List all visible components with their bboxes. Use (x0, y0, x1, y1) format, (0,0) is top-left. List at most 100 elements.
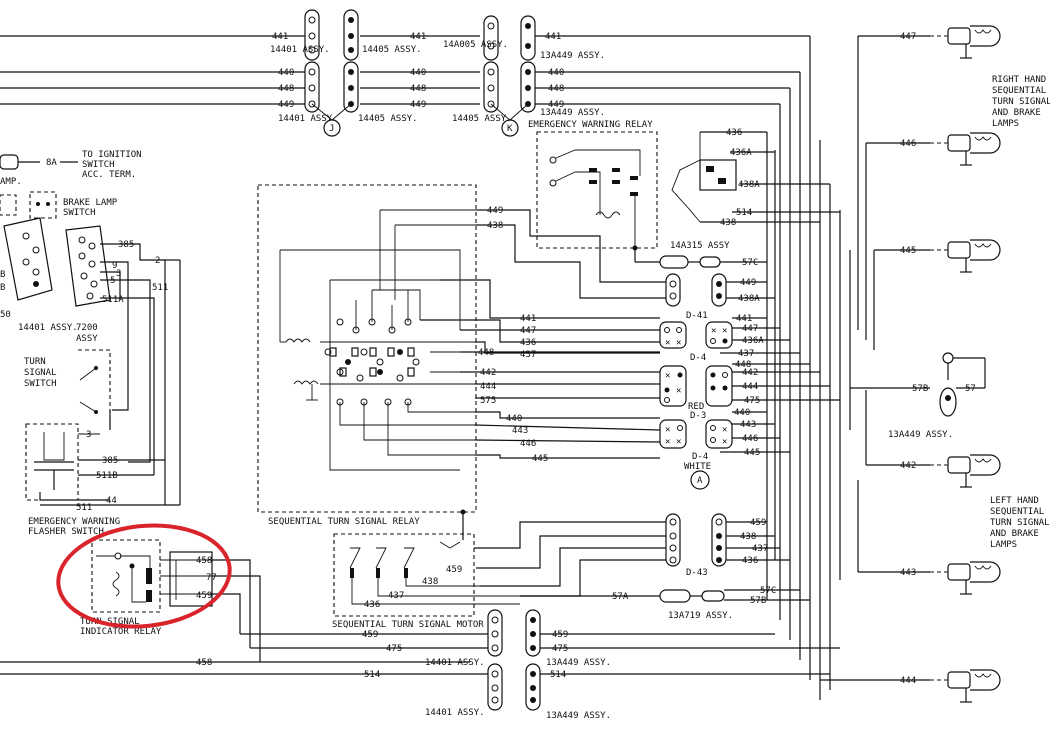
assy-label-14401: 14401 ASSY. (18, 323, 78, 333)
wire-label-436: 436 (520, 338, 536, 348)
wire-label-441: 441 (410, 32, 426, 42)
wire-label-441: 441 (545, 32, 561, 42)
svg-text:✕: ✕ (676, 386, 681, 396)
wire-label-2: 2 (155, 256, 160, 266)
assy-label-14401: 14401 ASSY. (425, 708, 485, 718)
svg-text:✕: ✕ (722, 425, 727, 435)
assy-label-14405: 14405 ASSY. (452, 114, 512, 124)
wire-label-57B: 57B (750, 596, 766, 606)
wire-label-449: 449 (740, 278, 756, 288)
connector-j-marker (323, 119, 341, 137)
highlight-circle (56, 523, 232, 629)
assy-label-14401: 14401 ASSY. (278, 114, 338, 124)
connector-a-label: A (697, 476, 703, 486)
assy-label-14401: 14401 ASSY. (425, 658, 485, 668)
wire-label-514: 514 (550, 670, 566, 680)
wire-label-475: 475 (744, 396, 760, 406)
wire-label-449: 449 (410, 100, 426, 110)
svg-text:✕: ✕ (665, 371, 670, 381)
connector-14A005-top (483, 15, 499, 113)
emergency-relay-label: EMERGENCY WARNING RELAY (528, 120, 653, 130)
svg-text:✕: ✕ (665, 425, 670, 435)
wire-label-459: 459 (446, 565, 462, 575)
wire-label-438: 438 (422, 577, 438, 587)
wire-label-447: 447 (900, 32, 916, 42)
wire-label-440: 440 (278, 68, 294, 78)
connector-d43-label: D-43 (686, 568, 708, 578)
connector-d4-label: D-4 (692, 452, 708, 462)
wire-label-3: 3 (116, 269, 121, 279)
wire-label-443: 443 (512, 426, 528, 436)
wire-label-514: 514 (736, 208, 752, 218)
assy-label-13A449: 13A449 ASSY. (546, 658, 611, 668)
assy-label-13A449: 13A449 ASSY. (546, 711, 611, 721)
wire-label-444: 444 (900, 676, 916, 686)
main-harness (766, 36, 875, 700)
connector-d43: D-43 459 438 437 436 (474, 513, 790, 597)
connector-k-label: K (507, 124, 513, 134)
wire-label-437: 437 (388, 591, 404, 601)
wire-label-443: 443 (740, 420, 756, 430)
wire-label-445: 445 (900, 246, 916, 256)
wire-label-459: 459 (196, 591, 212, 601)
wire-label-57C: 57C (742, 258, 758, 268)
svg-text:✕: ✕ (711, 326, 716, 336)
connector-d4-label: D-4 (690, 353, 706, 363)
wire-label-438: 438 (740, 532, 756, 542)
sequential-turn-signal-relay: SEQUENTIAL TURN SIGNAL RELAY (257, 184, 477, 527)
wire-label-440: 440 (548, 68, 564, 78)
connector-d41: 449 438A D-41 ✕✕ ✕✕ D-4 441 447 436A 437 (659, 273, 800, 363)
svg-text:✕: ✕ (676, 437, 681, 447)
wire-label-438: 438 (720, 218, 736, 228)
wire-label-57B: 57B (912, 384, 928, 394)
assy-label-14A315: 14A315 ASSY (670, 241, 730, 251)
connector-j-label: J (329, 124, 334, 134)
connector-d3-label: D-3 (690, 411, 706, 421)
connector-d4-white: ✕ ✕✕ ✕ ✕ 443 446 445 D-4 WHITE A (659, 419, 790, 490)
wire-label-511: 511 (152, 283, 168, 293)
svg-text:✕: ✕ (665, 437, 670, 447)
connector-red-label: RED (688, 402, 704, 412)
wire-label-3: 3 (86, 430, 91, 440)
wire-label-441: 441 (272, 32, 288, 42)
connector-k-marker (501, 119, 519, 137)
relay-output-wires: 449 438 441 447 436 437 448 442 444 575 … (420, 206, 666, 464)
sequential-motor-label: SEQUENTIAL TURN SIGNAL MOTOR (332, 620, 484, 630)
wire-label-442: 442 (742, 368, 758, 378)
wire-label-447: 447 (520, 326, 536, 336)
lamp-446: 446 (866, 132, 1001, 166)
emergency-warning-relay: EMERGENCY WARNING RELAY (528, 120, 658, 251)
wire-label-446: 446 (742, 434, 758, 444)
sequential-relay-label: SEQUENTIAL TURN SIGNAL RELAY (268, 517, 420, 527)
svg-text:✕: ✕ (665, 338, 670, 348)
wire-label-448: 448 (735, 360, 751, 370)
wire-label-B: B (0, 270, 5, 280)
wire-label-458: 458 (196, 658, 212, 668)
bottom-connector-group: 459 459 475 475 458 514 514 14401 ASSY. … (0, 609, 840, 721)
wire-label-436A: 436A (730, 148, 752, 158)
connector-14401-left: B B 50 14401 ASSY. (0, 217, 78, 333)
flasher-relay-block: 436 436A 438A 514 438 (671, 128, 840, 228)
amp-label: AMP. (0, 177, 22, 187)
wire-label-440: 440 (410, 68, 426, 78)
wire-label-475: 475 (552, 644, 568, 654)
wire-label-514: 514 (364, 670, 380, 680)
lamp-444: 444 (820, 669, 1001, 703)
wire-label-50: 50 (0, 310, 11, 320)
connector-d41-label: D-41 (686, 311, 708, 321)
wire-label-441: 441 (520, 314, 536, 324)
wire-label-5: 5 (110, 276, 115, 286)
svg-text:✕: ✕ (676, 338, 681, 348)
wire-label-8A: 8A (46, 158, 57, 168)
wire-label-438A: 438A (738, 180, 760, 190)
svg-text:✕: ✕ (722, 437, 727, 447)
sequential-turn-signal-motor: SEQUENTIAL TURN SIGNAL MOTOR 436 437 438… (332, 509, 520, 630)
